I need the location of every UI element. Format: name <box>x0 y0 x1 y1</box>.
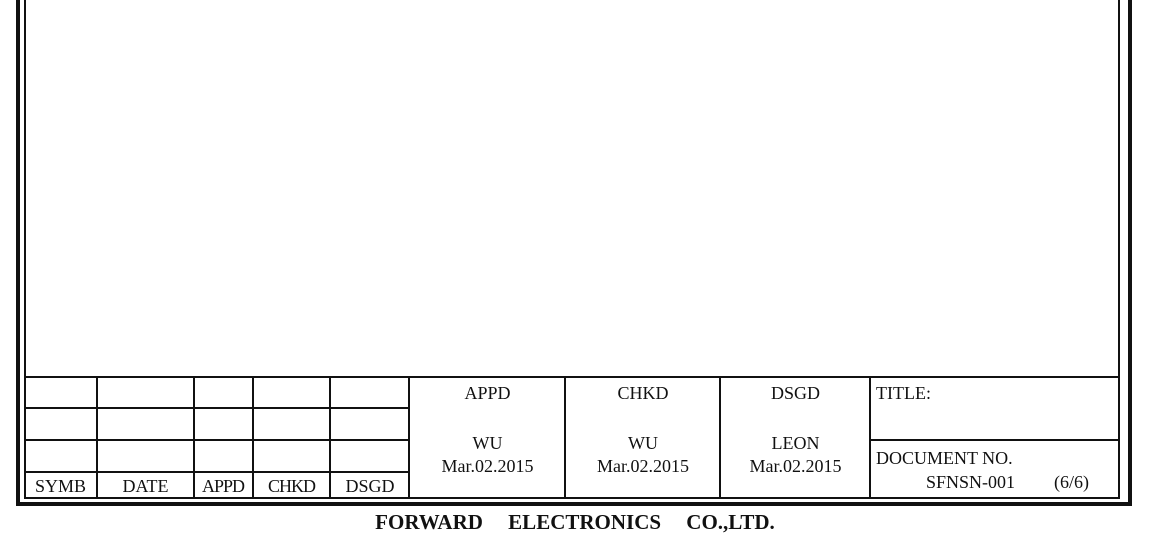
col-line <box>329 377 331 499</box>
dsgd-name: LEON <box>771 433 820 453</box>
rev-row-line <box>24 471 409 473</box>
rev-row-line <box>24 407 409 409</box>
header-appd: APPD <box>201 476 245 496</box>
header-symb: SYMB <box>34 476 87 496</box>
header-dsgd: DSGD <box>345 476 395 496</box>
title-doc-divider <box>870 439 1120 441</box>
document-no: SFNSN-001 <box>926 472 1016 492</box>
appd-date: Mar.02.2015 <box>441 456 534 476</box>
dsgd-date: Mar.02.2015 <box>749 456 842 476</box>
chkd-name: WU <box>628 433 658 453</box>
col-line <box>408 377 410 499</box>
title-label: TITLE: <box>876 383 931 403</box>
col-line <box>564 377 566 499</box>
dsgd-label: DSGD <box>770 383 820 403</box>
col-line <box>252 377 254 499</box>
appd-label: APPD <box>464 383 511 403</box>
col-line <box>719 377 721 499</box>
header-chkd: CHKD <box>267 476 316 496</box>
col-line <box>869 377 871 499</box>
header-date: DATE <box>122 476 169 496</box>
company-name: FORWARD ELECTRONICS CO.,LTD. <box>375 510 775 534</box>
col-line <box>96 377 98 499</box>
outer-border <box>16 0 1132 506</box>
page-number: (6/6) <box>1054 472 1089 492</box>
rev-row-line <box>24 439 409 441</box>
inner-border <box>24 0 1120 499</box>
col-line <box>193 377 195 499</box>
appd-name: WU <box>472 433 503 453</box>
title-block-top-line <box>24 376 1120 378</box>
chkd-date: Mar.02.2015 <box>597 456 689 476</box>
chkd-label: CHKD <box>617 383 669 403</box>
document-no-label: DOCUMENT NO. <box>876 448 1013 468</box>
